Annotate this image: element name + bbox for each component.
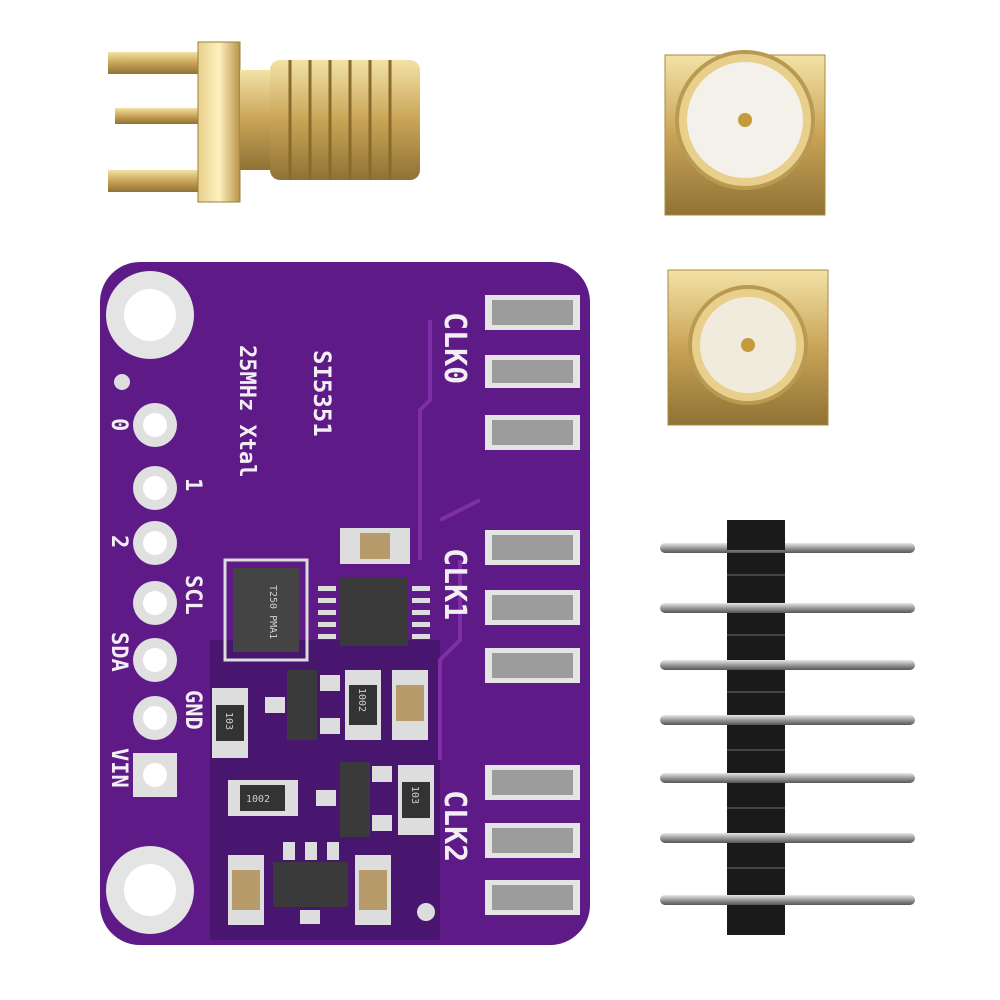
- resistor: 103: [398, 765, 434, 835]
- via: [114, 374, 130, 390]
- edge-pad: [485, 355, 580, 388]
- edge-pad: [485, 530, 580, 565]
- crystal: T250 PMA1: [223, 558, 309, 662]
- capacitor: [355, 855, 391, 925]
- pin-label-gnd: GND: [180, 690, 205, 730]
- pin-hole: [133, 466, 177, 510]
- clk0-label: CLK0: [437, 312, 472, 384]
- via: [417, 903, 435, 921]
- pin-label-0: 0: [106, 418, 131, 431]
- header-body: [727, 520, 785, 935]
- edge-pad: [485, 415, 580, 450]
- resistor-marking: 1002: [246, 794, 270, 805]
- regulator: [273, 842, 348, 924]
- resistor-marking: 1002: [356, 688, 367, 712]
- capacitor: [392, 670, 428, 740]
- crystal-marking: T250 PMA1: [267, 585, 278, 639]
- regulator: [265, 670, 340, 740]
- clk2-label: CLK2: [437, 790, 472, 862]
- edge-pad: [485, 590, 580, 625]
- pin-label-sda: SDA: [106, 632, 131, 672]
- chip-label: SI5351: [308, 350, 336, 437]
- pin-label-2: 2: [106, 535, 131, 548]
- edge-pad: [485, 295, 580, 330]
- header-pin: [660, 773, 915, 783]
- resistor-marking: 103: [409, 786, 420, 804]
- pin-hole: [133, 581, 177, 625]
- pin-header: [660, 520, 915, 935]
- resistor: 103: [212, 688, 248, 758]
- sma-surface-connector: [664, 50, 826, 216]
- si5351-breakout-board: T250 PMA1 103 1002 1002 103 SI5351: [100, 262, 590, 945]
- sma-edge-connector: [108, 41, 420, 203]
- pin-hole: [133, 403, 177, 447]
- pin-hole-square: [133, 753, 177, 797]
- resistor: 1002: [228, 780, 298, 816]
- header-pin: [660, 660, 915, 670]
- clk1-label: CLK1: [437, 548, 472, 620]
- header-pin: [660, 715, 915, 725]
- pin-label-scl: SCL: [180, 575, 205, 615]
- edge-pad: [485, 765, 580, 800]
- header-pin: [660, 603, 915, 613]
- edge-pad: [485, 880, 580, 915]
- sma-surface-connector: [667, 269, 829, 426]
- si5351-chip: [318, 578, 430, 646]
- transistor: [316, 762, 392, 837]
- header-pin: [660, 543, 915, 553]
- pin-hole: [133, 696, 177, 740]
- resistor-marking: 103: [223, 712, 234, 730]
- edge-pad: [485, 648, 580, 683]
- pin-label-1: 1: [180, 478, 205, 491]
- edge-pad: [485, 823, 580, 858]
- crystal-label: 25MHz Xtal: [234, 345, 259, 477]
- header-pin: [660, 895, 915, 905]
- capacitor: [228, 855, 264, 925]
- mounting-hole: [106, 846, 194, 934]
- resistor: 1002: [345, 670, 381, 740]
- pin-hole: [133, 638, 177, 682]
- pin-label-vin: VIN: [106, 748, 131, 788]
- header-pin: [660, 833, 915, 843]
- mounting-hole: [106, 271, 194, 359]
- pin-hole: [133, 521, 177, 565]
- capacitor: [340, 528, 410, 564]
